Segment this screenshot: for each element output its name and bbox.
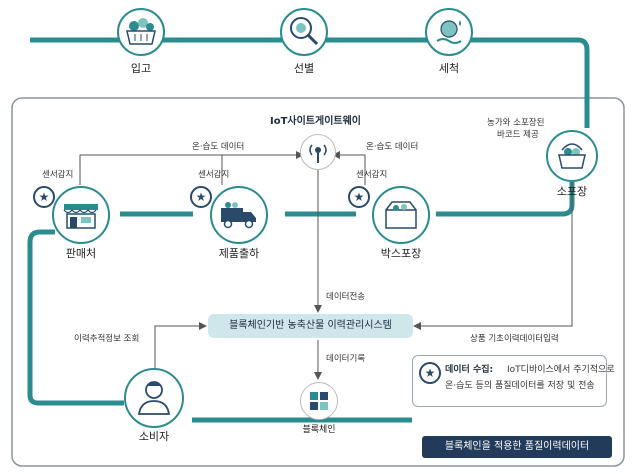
iot-gateway-title: IoT사이트게이트웨이 bbox=[270, 116, 362, 127]
box-icon bbox=[385, 201, 417, 229]
sensor-retail-label: 센서감지 bbox=[42, 170, 74, 180]
footer-badge: 블록체인을 적용한 품질이력데이터 bbox=[422, 436, 612, 458]
temp-humidity-left-label: 온·습도 데이터 bbox=[192, 142, 245, 152]
data-line-consumer bbox=[154, 325, 204, 370]
blocks-icon bbox=[310, 392, 328, 410]
consumer-label: 소비자 bbox=[138, 430, 170, 443]
basket-icon bbox=[126, 18, 156, 45]
receiving-node[interactable] bbox=[117, 8, 165, 56]
barcode-label-2: 바코드 제공 bbox=[497, 130, 539, 140]
basic-history-input-label: 상품 기초이력데이터입력 bbox=[470, 334, 559, 344]
temp-humidity-right-label: 온·습도 데이터 bbox=[366, 142, 419, 152]
data-record-label: 데이터기록 bbox=[326, 354, 366, 364]
receiving-label: 입고 bbox=[130, 62, 152, 75]
note-line-2: 온·습도 등의 품질데이터를 저장 및 전송 bbox=[445, 381, 595, 391]
blockchain-label: 블록체인 bbox=[302, 425, 336, 435]
arrow-record-down bbox=[314, 372, 322, 380]
data-line-left bbox=[79, 154, 296, 185]
sorting-node[interactable] bbox=[280, 8, 328, 56]
blockchain-node[interactable] bbox=[300, 382, 338, 420]
history-query-label: 이력추적정보 조회 bbox=[74, 334, 140, 344]
antenna-icon bbox=[309, 144, 327, 163]
sensor-box-label: 센서감지 bbox=[356, 170, 388, 180]
arrow-to-gateway-right bbox=[332, 151, 340, 159]
note-star-icon: ★ bbox=[419, 362, 441, 384]
truck-icon bbox=[221, 202, 256, 229]
data-transmit-label: 데이터전송 bbox=[326, 292, 366, 302]
sensor-retail-star-icon: ★ bbox=[33, 186, 55, 208]
sensor-product-label: 센서감지 bbox=[198, 170, 230, 180]
history-management-system-box[interactable]: 블록체인기반 농축산물 이력관리시스템 bbox=[208, 314, 413, 338]
barcode-label-1: 농가와 소포장된 bbox=[487, 118, 545, 128]
washing-label: 세척 bbox=[438, 62, 460, 75]
water-drop-icon bbox=[436, 20, 462, 44]
sorting-label: 선별 bbox=[293, 62, 315, 75]
process-flow-path bbox=[30, 37, 590, 128]
process-flow-path-left bbox=[27, 229, 124, 406]
small-packaging-node[interactable] bbox=[546, 130, 598, 182]
magnifier-icon bbox=[290, 17, 319, 46]
person-icon bbox=[137, 381, 171, 415]
box-packaging-label: 박스포장 bbox=[380, 247, 422, 260]
data-line-input bbox=[416, 182, 573, 327]
arrow-gateway-down bbox=[314, 305, 322, 313]
box-packaging-node[interactable] bbox=[372, 186, 430, 244]
product-shipping-node[interactable] bbox=[210, 186, 268, 244]
note-title: 데이터 수집: bbox=[445, 365, 494, 375]
retailer-node[interactable] bbox=[52, 186, 110, 244]
sensor-box-star-icon: ★ bbox=[348, 186, 370, 208]
note-line-1: IoT디바이스에서 주기적으로 bbox=[507, 365, 615, 375]
data-collection-note: ★ 데이터 수집: IoT디바이스에서 주기적으로 온·습도 등의 품질데이터를… bbox=[412, 355, 615, 407]
process-flow-path-bottom-right bbox=[412, 420, 418, 440]
basket-icon bbox=[558, 143, 586, 169]
sensor-product-star-icon: ★ bbox=[190, 186, 212, 208]
washing-node[interactable] bbox=[425, 8, 473, 56]
arrow-consumer-right bbox=[199, 322, 207, 330]
retailer-label: 판매처 bbox=[65, 247, 97, 260]
panel-border bbox=[11, 97, 625, 467]
store-icon bbox=[63, 204, 98, 229]
arrow-input-left bbox=[413, 322, 421, 330]
small-packaging-label: 소포장 bbox=[556, 185, 588, 198]
data-line-right bbox=[340, 154, 366, 185]
product-shipping-label: 제품출하 bbox=[218, 247, 260, 260]
iot-gateway-node[interactable] bbox=[300, 134, 336, 170]
consumer-node[interactable] bbox=[124, 368, 184, 428]
